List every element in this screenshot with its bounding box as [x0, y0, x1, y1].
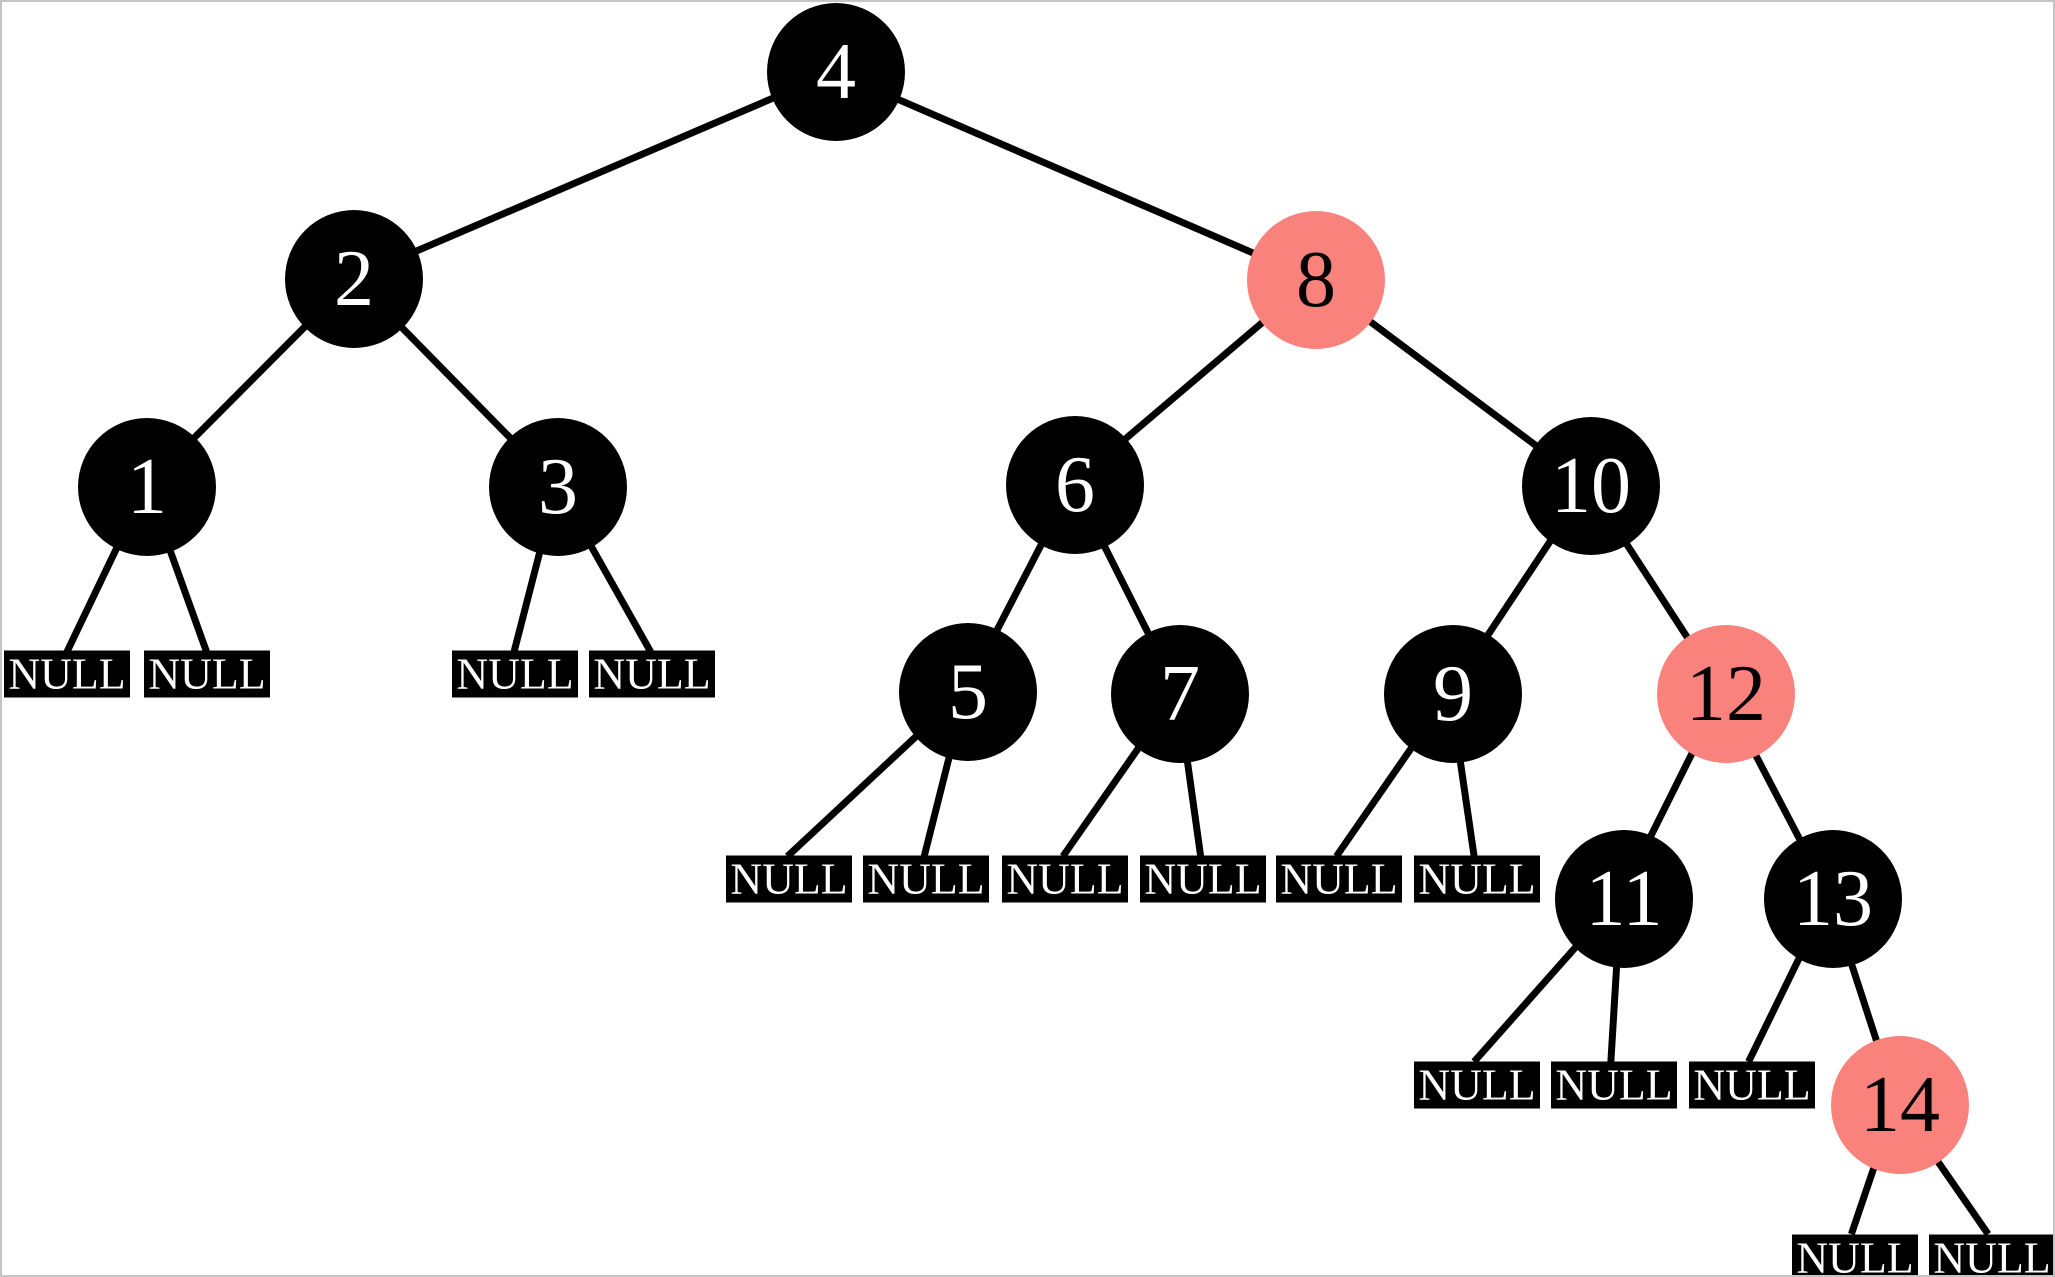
null-leaf: NULL: [1414, 1061, 1540, 1109]
tree-node-3: 3: [489, 418, 627, 556]
null-leaf: NULL: [1414, 855, 1540, 903]
tree-node-5: 5: [899, 623, 1037, 761]
null-leaf: NULL: [1140, 855, 1266, 903]
tree-node-13: 13: [1764, 830, 1902, 968]
tree-node-2: 2: [285, 210, 423, 348]
tree-node-1: 1: [78, 418, 216, 556]
tree-node-9: 9: [1384, 625, 1522, 763]
null-leaf: NULL: [4, 650, 130, 698]
tree-node-7: 7: [1111, 625, 1249, 763]
null-leaf: NULL: [726, 855, 852, 903]
null-leaf: NULL: [452, 650, 578, 698]
tree-edge: [351, 68, 836, 282]
tree-node-6: 6: [1006, 416, 1144, 554]
tree-node-11: 11: [1555, 830, 1693, 968]
tree-node-4: 4: [767, 3, 905, 141]
tree-node-14: 14: [1831, 1036, 1969, 1174]
null-leaf: NULL: [1929, 1234, 2053, 1275]
null-leaf: NULL: [1276, 855, 1402, 903]
null-leaf: NULL: [863, 855, 989, 903]
null-leaf: NULL: [1551, 1061, 1677, 1109]
null-leaf: NULL: [1792, 1234, 1918, 1275]
null-leaf: NULL: [1689, 1061, 1815, 1109]
null-leaf: NULL: [144, 650, 270, 698]
null-leaf: NULL: [589, 650, 715, 698]
null-leaf: NULL: [1002, 855, 1128, 903]
tree-node-10: 10: [1522, 417, 1660, 555]
tree-node-12: 12: [1657, 625, 1795, 763]
tree-edge: [832, 68, 1315, 283]
tree-node-8: 8: [1247, 211, 1385, 349]
